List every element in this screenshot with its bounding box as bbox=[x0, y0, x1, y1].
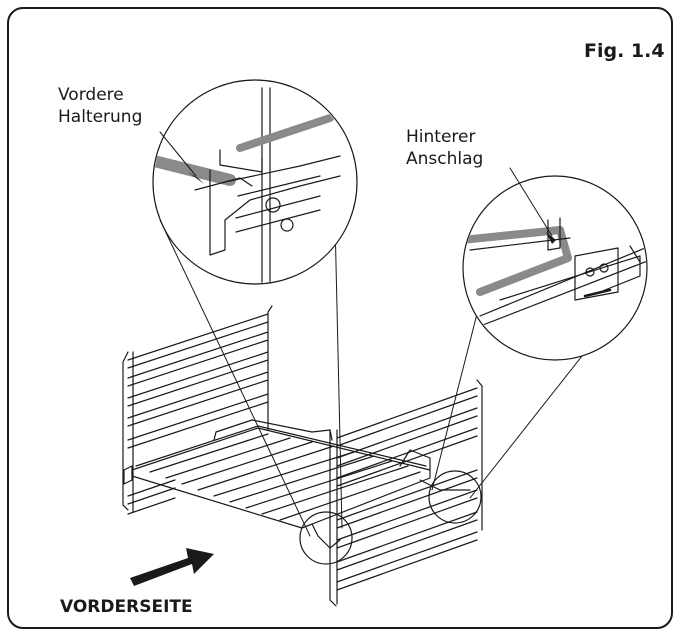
right-side-frame bbox=[329, 379, 483, 607]
rear-stop-label-line2: Anschlag bbox=[406, 149, 484, 169]
arrow-icon bbox=[130, 548, 214, 586]
front-bracket-label-line1: Vordere bbox=[58, 85, 124, 105]
front-zoom-target bbox=[299, 511, 353, 565]
oven-shelf bbox=[123, 419, 471, 549]
front-callout-leader bbox=[159, 131, 197, 177]
figure-frame bbox=[7, 7, 673, 629]
rear-zoom-target bbox=[428, 470, 482, 524]
front-bracket-label-line2: Halterung bbox=[58, 107, 143, 127]
rear-stop-detail bbox=[462, 175, 648, 361]
rear-callout-leader bbox=[509, 167, 553, 237]
rear-callout-arrow bbox=[546, 232, 556, 244]
rear-stop-label: Hinterer Anschlag bbox=[406, 126, 483, 170]
left-side-frame bbox=[122, 305, 273, 515]
rear-stop-label-line1: Hinterer bbox=[406, 127, 476, 147]
front-bracket-detail bbox=[152, 79, 358, 285]
front-callout-arrow bbox=[188, 172, 204, 184]
front-side-label: VORDERSEITE bbox=[60, 597, 193, 617]
front-bracket-label: Vordere Halterung bbox=[58, 84, 142, 128]
figure-label: Fig. 1.4 bbox=[584, 40, 665, 62]
